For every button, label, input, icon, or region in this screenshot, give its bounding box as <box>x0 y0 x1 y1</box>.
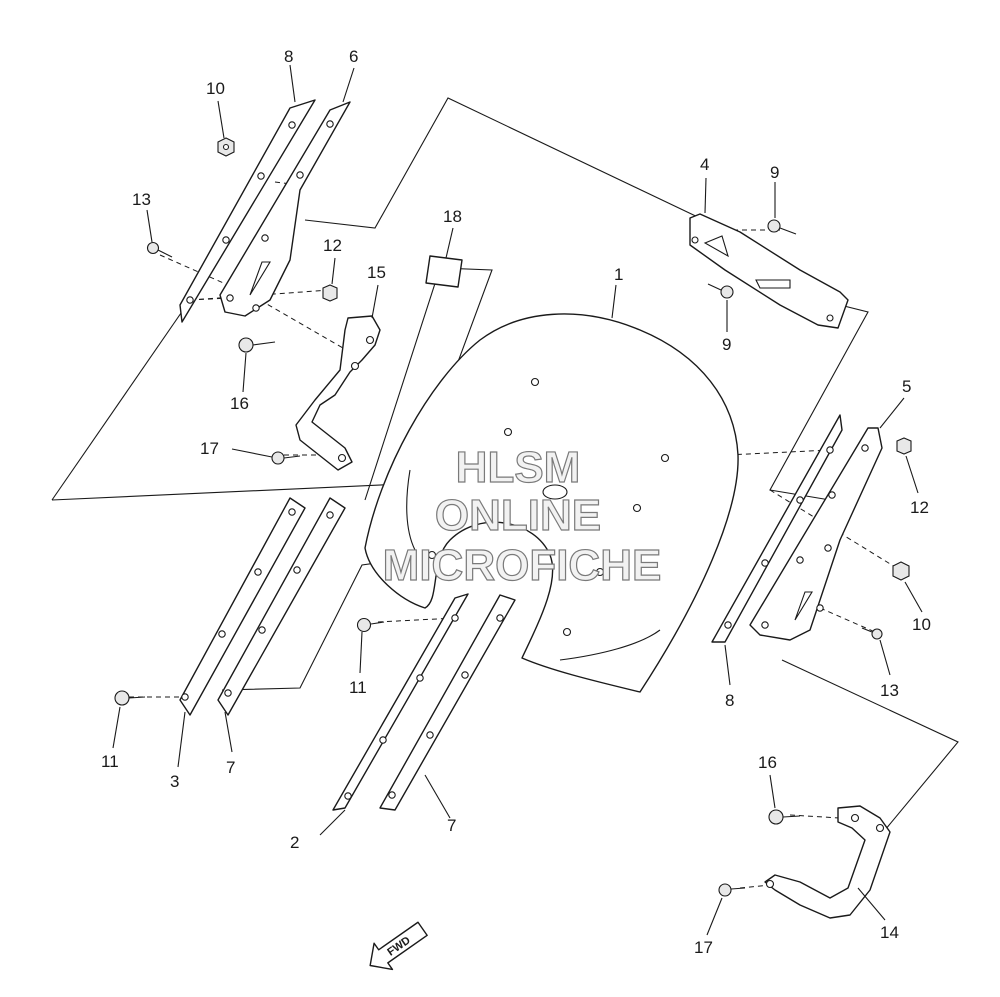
nut-12-right <box>896 437 912 455</box>
fasteners <box>114 137 912 897</box>
stay-part-14 <box>764 805 891 919</box>
callout-17-right: 17 <box>694 938 713 957</box>
bolt-9-lower <box>707 283 734 299</box>
callout-8-right: 8 <box>725 691 734 710</box>
watermark-line-2: ONLINE <box>435 491 601 540</box>
bolt-17-right <box>718 883 746 897</box>
watermark-line-1: HLSM <box>456 443 581 492</box>
callout-11-center: 11 <box>349 678 367 697</box>
bolt-9-upper <box>767 219 797 235</box>
stay-part-15 <box>295 315 381 471</box>
callout-10-left: 10 <box>206 79 225 98</box>
bracket-part-5-right <box>749 427 883 641</box>
callout-11-left: 11 <box>101 752 119 771</box>
callout-numbers: 1 2 3 4 5 6 7 7 8 8 9 9 10 10 11 11 11 1… <box>101 47 931 957</box>
callout-13-right: 13 <box>880 681 899 700</box>
callout-9-lower: 9 <box>722 335 731 354</box>
nut-10-right <box>892 561 910 581</box>
callout-8-left: 8 <box>284 47 293 66</box>
bolt-13-right <box>861 627 883 640</box>
callout-12-left: 12 <box>323 236 342 255</box>
callout-16-left: 16 <box>230 394 249 413</box>
strip-part-7-center <box>379 594 516 811</box>
bolt-13-left <box>146 241 173 258</box>
callout-6: 6 <box>349 47 358 66</box>
bolt-16-right <box>768 809 801 825</box>
strip-part-7-left <box>217 497 346 716</box>
bolt-17-left <box>271 451 301 465</box>
callout-18: 18 <box>443 207 462 226</box>
callout-17-left: 17 <box>200 439 219 458</box>
callout-16-right: 16 <box>758 753 777 772</box>
callout-leaders <box>112 64 923 936</box>
fwd-arrow-icon: FWD <box>369 921 428 971</box>
callout-1: 1 <box>614 265 623 284</box>
callout-5: 5 <box>902 377 911 396</box>
callout-2: 2 <box>290 833 299 852</box>
callout-3: 3 <box>170 772 179 791</box>
callout-10-right: 10 <box>912 615 931 634</box>
nut-10-left <box>217 137 235 157</box>
windshield-part-1 <box>364 313 739 693</box>
callout-7-center: 7 <box>447 816 456 835</box>
bolt-16-left <box>238 337 276 353</box>
bolt-11-left <box>114 690 146 706</box>
callout-13-left: 13 <box>132 190 151 209</box>
callout-14: 14 <box>880 923 899 942</box>
callout-15: 15 <box>367 263 386 282</box>
bracket-part-6-left <box>219 101 351 317</box>
callout-9-upper: 9 <box>770 163 779 182</box>
strip-part-3 <box>179 497 306 716</box>
bolt-11-center <box>356 617 385 633</box>
nut-12-left <box>322 284 338 302</box>
pad-part-18 <box>425 255 463 288</box>
callout-7-left: 7 <box>226 758 235 777</box>
watermark-line-3: MICROFICHE <box>383 541 662 590</box>
bracket-part-8-right <box>711 414 843 643</box>
bracket-part-8-left <box>179 99 316 323</box>
bracket-part-4 <box>689 213 849 329</box>
callout-12-right: 12 <box>910 498 929 517</box>
callout-4: 4 <box>700 155 709 174</box>
strip-part-2 <box>332 593 469 811</box>
watermark: HLSM ONLINE MICROFICHE <box>382 442 662 590</box>
